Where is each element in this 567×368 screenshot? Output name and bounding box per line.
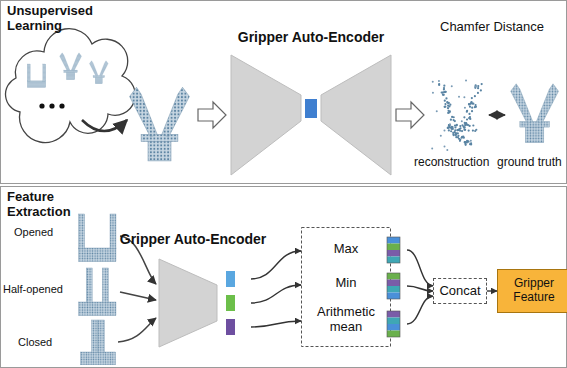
connector-arrow bbox=[407, 250, 433, 286]
annotation-label: reconstruction bbox=[414, 156, 489, 170]
double-arrow bbox=[489, 114, 505, 116]
gripper-icon bbox=[89, 61, 108, 84]
gripper-point-cloud bbox=[130, 87, 190, 161]
gripper-cloud bbox=[6, 29, 136, 143]
encoder-shape bbox=[231, 55, 301, 175]
gripper-icon bbox=[60, 53, 82, 80]
connector-arrow bbox=[251, 285, 301, 303]
feature-vector bbox=[387, 273, 400, 299]
section-panel: Gripper Auto-EncoderMaxMinArithmetic mea… bbox=[0, 186, 567, 368]
hollow-arrow bbox=[198, 102, 226, 128]
latent-code bbox=[305, 99, 317, 118]
latent-code bbox=[226, 271, 235, 287]
aggregation-box: MaxMinArithmetic mean bbox=[301, 227, 407, 347]
autoencoder: Gripper Auto-Encoder bbox=[226, 29, 396, 179]
connector-arrow bbox=[487, 290, 497, 291]
input-arrow bbox=[120, 292, 156, 300]
connector-arrow bbox=[407, 296, 433, 324]
connector-arrow bbox=[251, 321, 301, 327]
feature-vector bbox=[387, 311, 400, 337]
node-heading: Arithmetic mean bbox=[301, 305, 391, 335]
concat-box: Concat bbox=[433, 278, 487, 304]
latent-code bbox=[226, 319, 235, 335]
gripper-icon bbox=[27, 64, 45, 88]
dashed-box bbox=[302, 228, 391, 347]
gripper-closed bbox=[80, 320, 115, 365]
node-heading: Feature Extraction bbox=[7, 190, 107, 220]
annotation-label: Closed bbox=[18, 336, 52, 349]
encoder-shape bbox=[159, 259, 217, 347]
annotation-label: Opened bbox=[14, 226, 53, 239]
node-heading: Min bbox=[301, 276, 391, 291]
node-heading: Gripper Auto-Encoder bbox=[113, 231, 273, 247]
decoder-shape bbox=[321, 55, 391, 175]
annotation-label: ground truth bbox=[497, 156, 562, 170]
reconstruction-points bbox=[431, 80, 483, 151]
connector-arrow bbox=[251, 251, 301, 279]
hollow-arrow bbox=[396, 102, 424, 128]
node-heading: Unsupervised Learning bbox=[7, 4, 112, 34]
input-arrow bbox=[118, 318, 156, 342]
connector-arrow bbox=[407, 286, 433, 291]
box-label: Gripper Feature bbox=[498, 277, 567, 305]
shape-outline bbox=[129, 231, 251, 349]
latent-code bbox=[226, 295, 235, 311]
annotation-label: Chamfer Distance bbox=[440, 20, 544, 35]
ellipsis-dot bbox=[39, 103, 44, 108]
feature-vector bbox=[387, 237, 400, 263]
ellipsis-dot bbox=[59, 103, 64, 108]
node-heading: Gripper Auto-Encoder bbox=[226, 29, 396, 45]
gripper-half-opened bbox=[79, 268, 116, 316]
encoder: Gripper Auto-Encoder bbox=[129, 231, 251, 349]
annotation-label: Half-opened bbox=[3, 283, 63, 296]
output-box: Gripper Feature bbox=[497, 269, 567, 313]
gripper-opened bbox=[79, 214, 116, 262]
box-label: Concat bbox=[439, 284, 480, 299]
sample-arrow bbox=[82, 120, 127, 131]
ground-truth-gripper bbox=[511, 84, 559, 143]
ellipsis-dot bbox=[49, 103, 54, 108]
node-heading: Max bbox=[301, 242, 391, 257]
shape-outline bbox=[226, 29, 396, 179]
